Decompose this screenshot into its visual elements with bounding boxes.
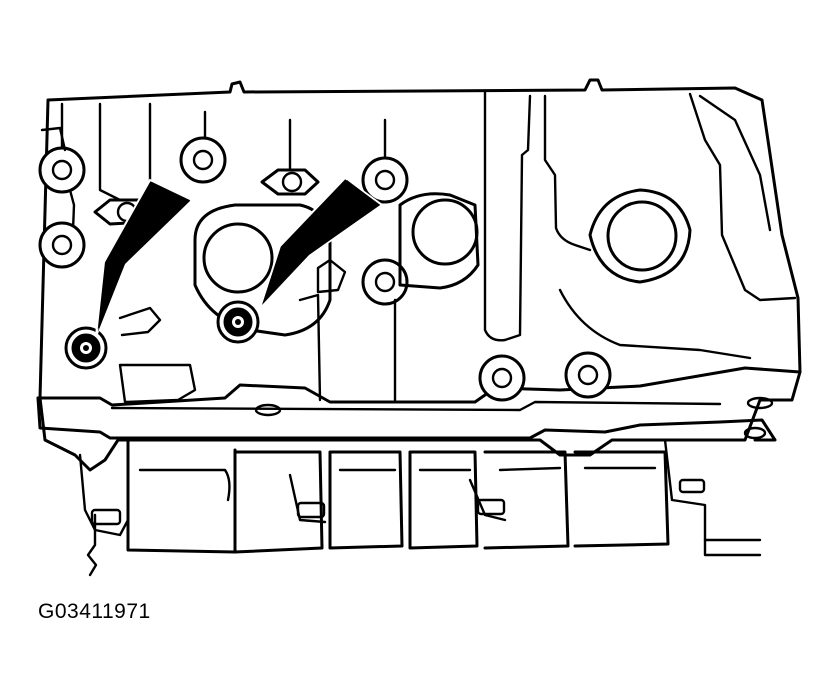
crankcase-webs	[78, 438, 762, 577]
left-plug-bolt	[64, 326, 108, 370]
oil-pan-flange	[36, 366, 802, 442]
right-plug-bolt	[216, 300, 260, 344]
mounting-bosses	[38, 126, 612, 404]
arrow-callout-left	[95, 178, 194, 337]
figure-code: G03411971	[38, 600, 151, 623]
block-outline	[38, 78, 802, 472]
bore-bosses	[193, 188, 752, 402]
arrow-callout-right	[259, 176, 384, 309]
